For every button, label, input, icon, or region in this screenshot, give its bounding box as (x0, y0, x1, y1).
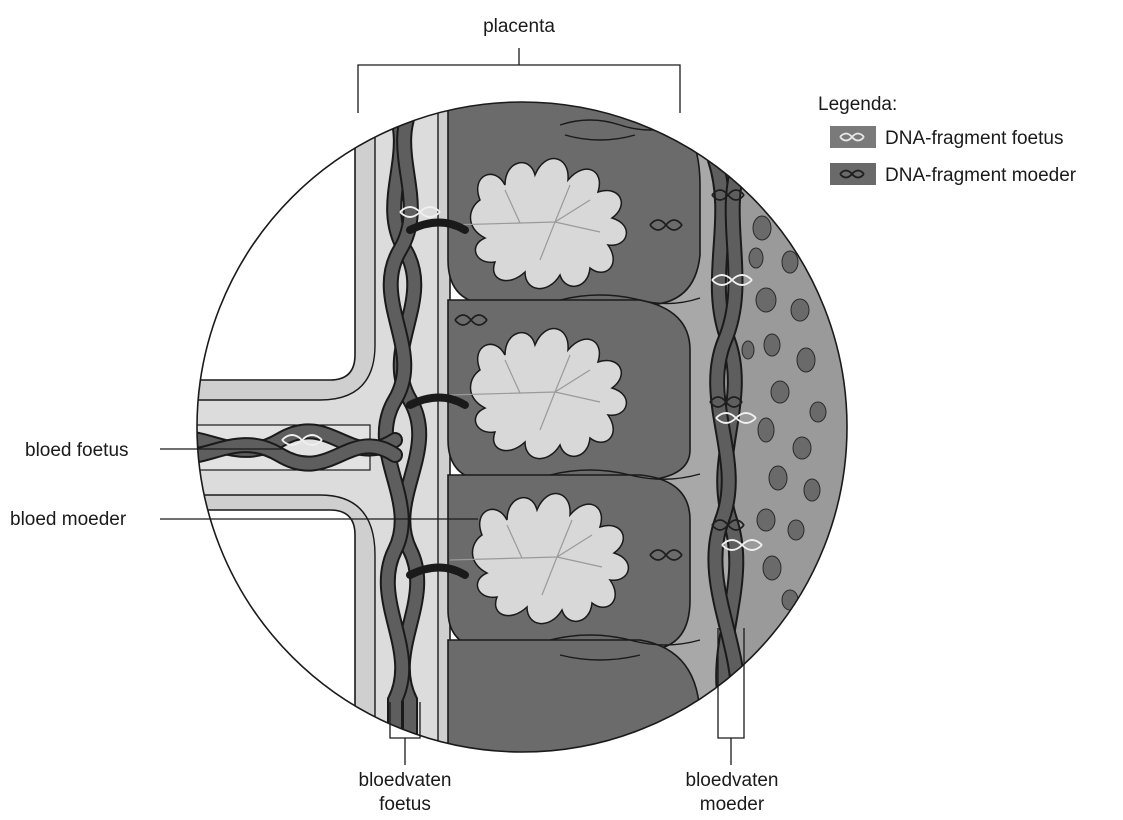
vessels-mother-label-line1: bloedvaten (686, 770, 779, 791)
vessels-fetus-label-line1: bloedvaten (359, 770, 452, 791)
vessels-fetus-label-line2: foetus (379, 794, 431, 815)
placenta-magnified-view (150, 80, 900, 790)
blood-mother-label: bloed moeder (10, 509, 127, 530)
maternal-blood-vessels (715, 160, 740, 790)
legend-item-fetus: DNA-fragment foetus (830, 126, 1063, 149)
legend-item-mother: DNA-fragment moeder (830, 163, 1077, 186)
placenta-bracket: placenta (358, 16, 680, 113)
placenta-label: placenta (483, 16, 555, 37)
chorionic-villi (470, 159, 628, 624)
vessels-mother-label-line2: moeder (700, 794, 765, 815)
legend: Legenda: DNA-fragment foetus DNA-fragmen… (818, 94, 1077, 186)
legend-title: Legenda: (818, 94, 897, 115)
legend-label-mother: DNA-fragment moeder (885, 165, 1077, 186)
legend-label-fetus: DNA-fragment foetus (885, 128, 1063, 149)
blood-fetus-label: bloed foetus (25, 440, 129, 461)
